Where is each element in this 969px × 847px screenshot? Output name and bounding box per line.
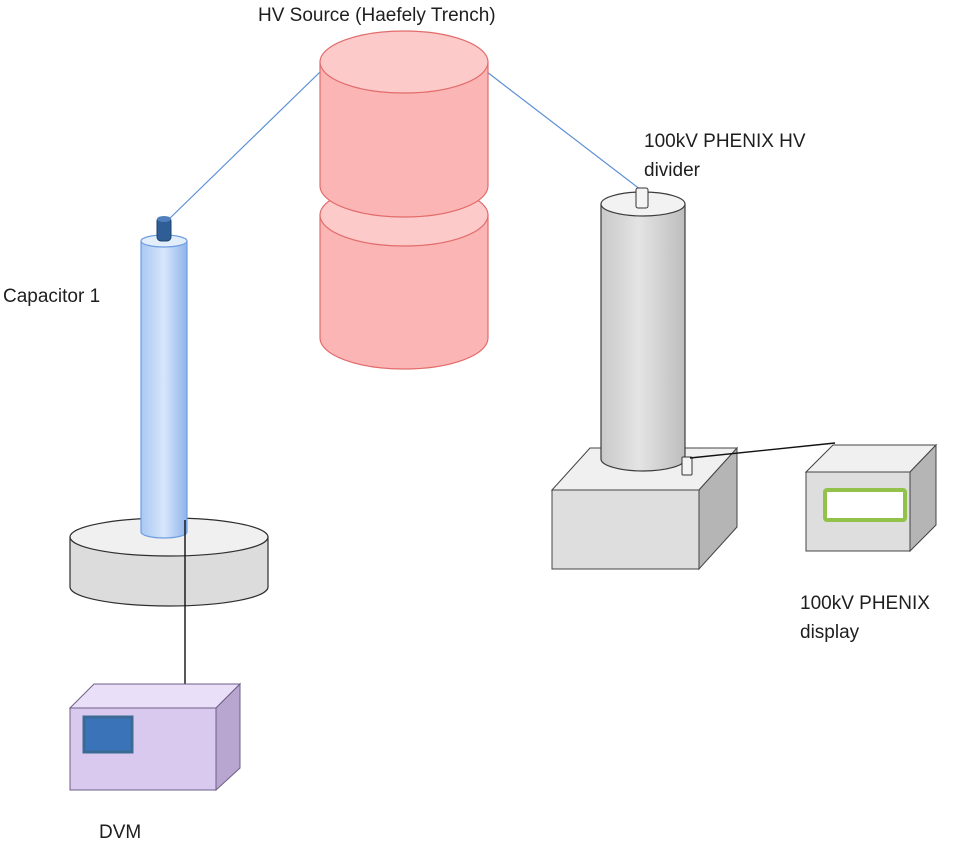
hv-source-to-divider-wire [486,71,642,191]
divider-label-line1: 100kV PHENIX HV [644,131,806,152]
divider-output-connector [681,456,693,476]
divider-column [600,191,686,472]
phenix-display-screen [823,488,907,522]
capacitor-label: Capacitor 1 [3,286,101,307]
divider-label-line2: divider [644,160,700,181]
dvm-label: DVM [99,822,142,843]
display-label-line2: display [800,622,860,643]
dvm-screen [82,715,134,754]
display-label-line1: 100kV PHENIX [800,593,930,614]
hv-source-label: HV Source (Haefely Trench) [258,5,496,26]
divider-top-terminal [635,187,649,209]
capacitor-top-terminal [156,216,172,242]
capacitor-column [140,234,188,539]
divider-to-display-wire [689,442,836,459]
hv-source-cylinder-upper [319,30,489,218]
hv-source-to-capacitor-wire [165,71,321,223]
